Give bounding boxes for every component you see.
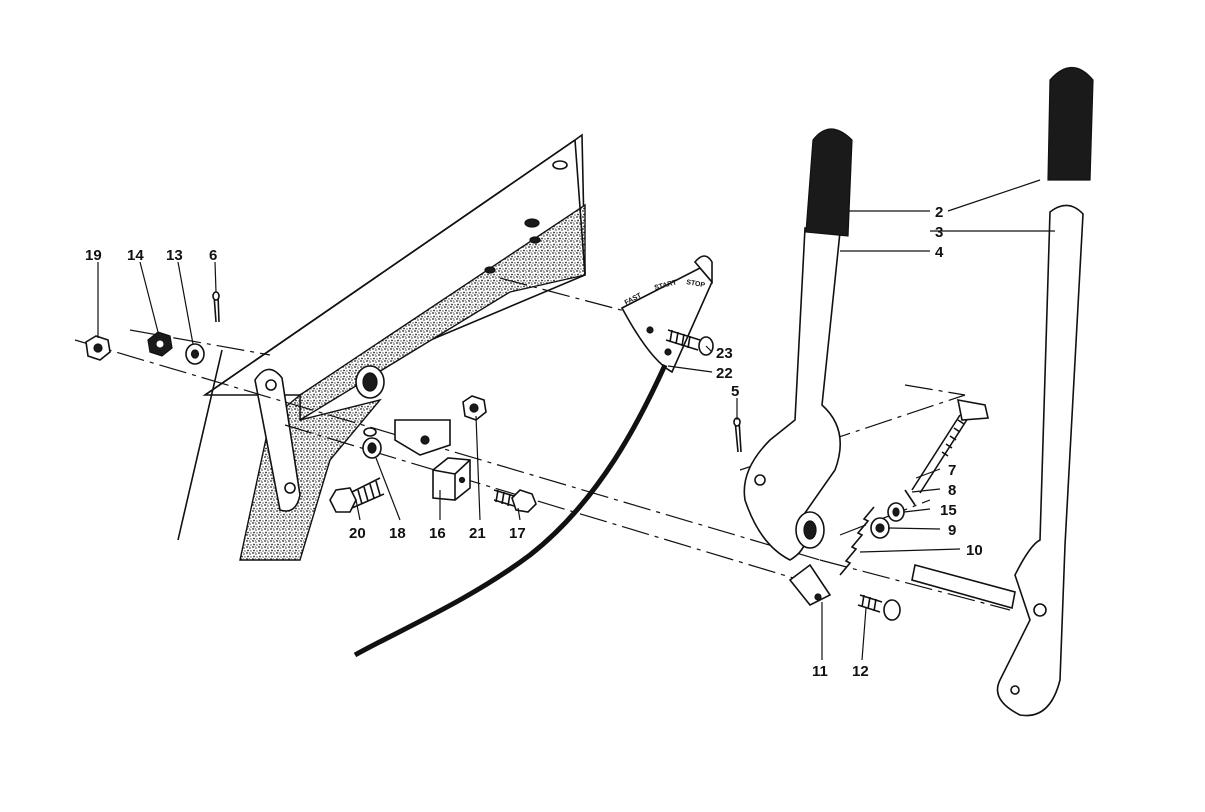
callout-3: 3 [935, 224, 943, 241]
nut-14 [147, 331, 173, 357]
callout-9: 9 [948, 522, 956, 539]
pivot-shaft [911, 564, 1016, 610]
callout-23: 23 [716, 345, 733, 362]
nut-21 [462, 395, 487, 421]
control-lever-4 [743, 227, 842, 561]
throttle-cable [353, 363, 668, 658]
cotter-pin-5 [733, 417, 742, 453]
rod-7 [911, 398, 989, 494]
callout-17: 17 [509, 525, 526, 542]
callout-21: 21 [469, 525, 486, 542]
bracket-11 [788, 563, 832, 607]
block-16 [432, 457, 471, 501]
callout-7: 7 [948, 462, 956, 479]
leader-lines [97, 179, 1055, 661]
callout-11: 11 [812, 663, 828, 680]
cotter-pin-6 [212, 291, 220, 323]
grip-2-left [805, 128, 853, 237]
callout-20: 20 [349, 525, 366, 542]
callout-19: 19 [85, 247, 102, 264]
callout-14: 14 [127, 247, 144, 264]
control-lever-3 [996, 204, 1084, 717]
bolt-17 [493, 489, 537, 513]
callout-13: 13 [166, 247, 183, 264]
callout-10: 10 [966, 542, 983, 559]
callout-12: 12 [852, 663, 869, 680]
callout-4: 4 [935, 244, 944, 261]
callout-6: 6 [209, 247, 217, 264]
nut-19 [85, 335, 111, 361]
washer-13 [185, 343, 205, 365]
callout-18: 18 [389, 525, 406, 542]
grip-2-right [1047, 66, 1094, 181]
callout-8: 8 [948, 482, 956, 499]
pin-8 [904, 489, 916, 506]
callouts: 19 14 13 6 20 18 16 21 17 23 22 5 2 3 4 … [85, 204, 983, 680]
plate-label-stop: STOP [686, 279, 706, 289]
washer-9 [870, 517, 890, 539]
throttle-plate: FAST START STOP [620, 255, 713, 374]
assembly-axes [74, 277, 1011, 611]
bolt-12 [857, 594, 901, 621]
spring-10 [839, 506, 875, 576]
callout-16: 16 [429, 525, 446, 542]
nut-15 [887, 502, 905, 522]
callout-15: 15 [940, 502, 957, 519]
clip-18 [362, 419, 451, 459]
callout-2: 2 [935, 204, 943, 221]
callout-22: 22 [716, 365, 733, 382]
callout-5: 5 [731, 383, 739, 400]
link-plate [254, 368, 301, 512]
